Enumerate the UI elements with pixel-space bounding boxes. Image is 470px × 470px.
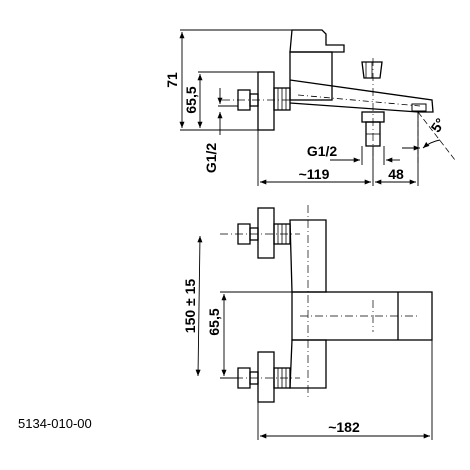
side-dimensions xyxy=(179,29,456,186)
thread-label-left: G1/2 xyxy=(203,143,219,174)
front-top-flange xyxy=(257,207,275,259)
dim-front-height: 65,5 xyxy=(206,308,222,335)
dim-spout: 48 xyxy=(388,166,404,182)
angle-label: 5° xyxy=(428,115,449,135)
aerator xyxy=(411,103,427,112)
mixer-body xyxy=(289,51,333,101)
side-view xyxy=(222,29,434,160)
front-dimensions xyxy=(195,235,433,440)
spout xyxy=(289,79,434,113)
front-bottom-flange xyxy=(257,351,275,403)
dim-height-inlet: 65,5 xyxy=(183,86,199,113)
part-number: 5134-010-00 xyxy=(18,416,92,431)
dim-wall-to-center: ~119 xyxy=(299,166,330,182)
front-spout xyxy=(291,291,433,341)
front-view xyxy=(220,205,433,403)
dim-height-total: 71 xyxy=(164,72,180,88)
thread-label-bottom: G1/2 xyxy=(307,143,338,159)
dim-width: ~182 xyxy=(328,419,360,435)
wall-flange xyxy=(257,71,275,131)
dim-inlet-spacing: 150 ± 15 xyxy=(182,279,198,334)
diverter-knob xyxy=(361,61,383,79)
lever-handle xyxy=(289,29,345,53)
